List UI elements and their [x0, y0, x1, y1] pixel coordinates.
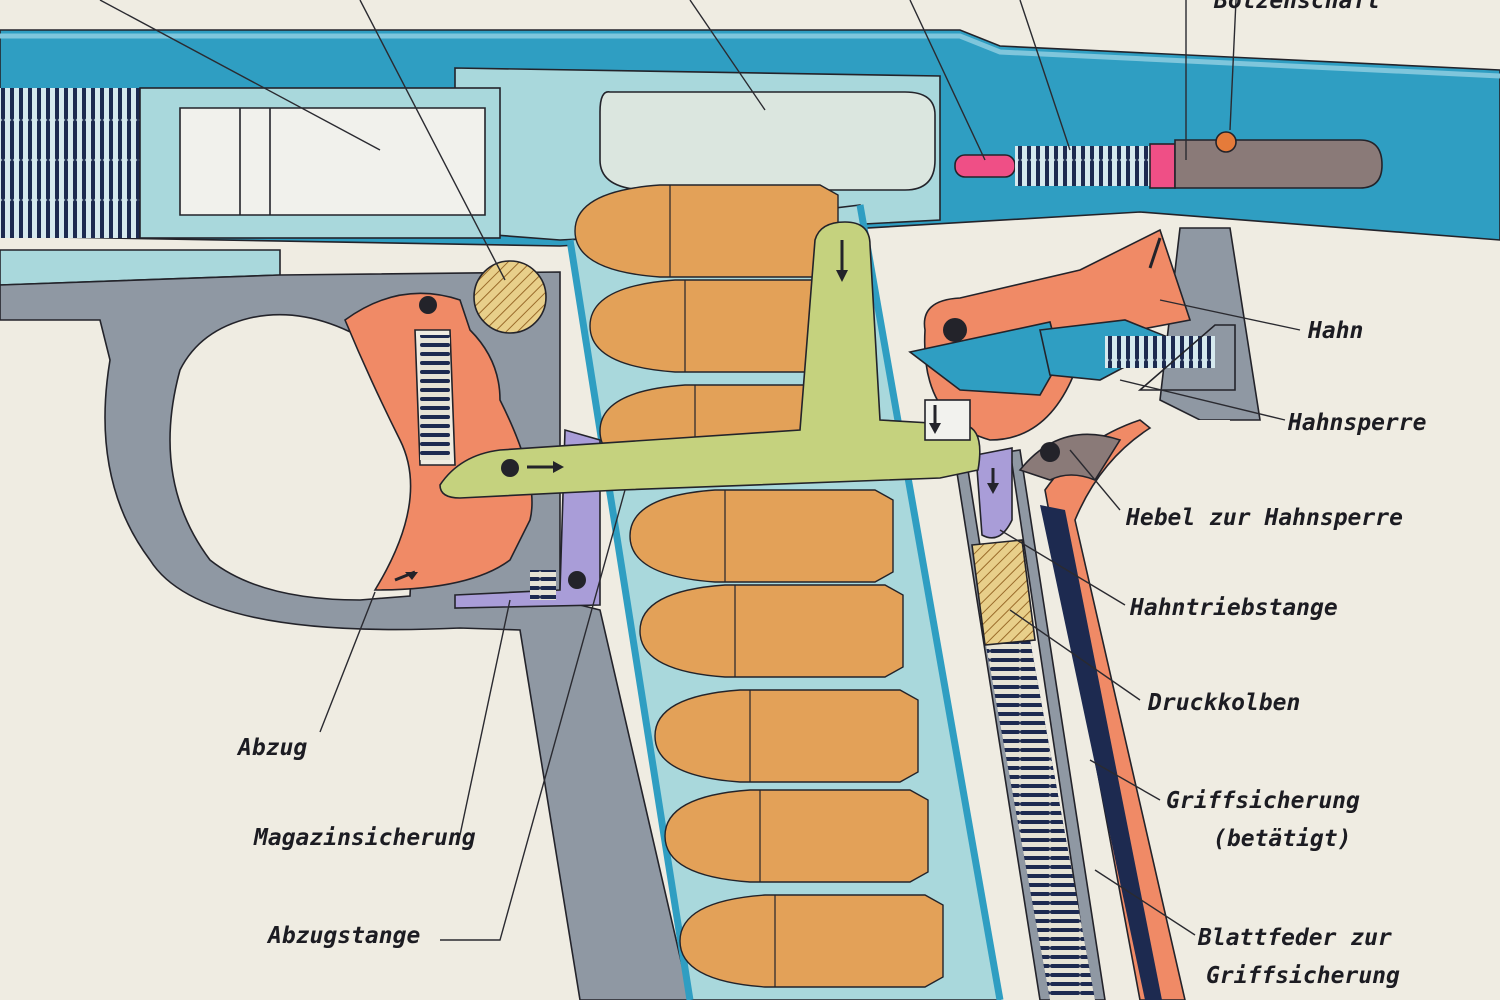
mainspring-housing: [954, 447, 1106, 1000]
cartridge: [654, 689, 919, 783]
slide-window: [599, 91, 936, 191]
cartridge: [639, 584, 904, 678]
label-abzugstange: Abzugstange: [266, 923, 420, 949]
label-magazinsicherung: Magazinsicherung: [253, 825, 476, 851]
label-hahntriebstange: Hahntriebstange: [1129, 595, 1338, 621]
trigger: [344, 260, 547, 591]
label-betaetigt: (betätigt): [1213, 826, 1351, 852]
cartridge: [679, 894, 944, 988]
hahntriebstange-arrow: [987, 468, 999, 494]
label-griffsicherung: Griffsicherung: [1166, 788, 1360, 814]
cartridge: [664, 789, 929, 883]
grip-safety: [1018, 419, 1186, 1000]
label-hahn: Hahn: [1307, 318, 1363, 344]
firing-pin-shaft: [1174, 139, 1383, 189]
leader-lines: [99, 0, 1301, 941]
label-bolzenschaft: Bolzenschaft: [1213, 0, 1380, 14]
cartridge: [629, 489, 894, 583]
labels: Bolzenschaft Hahn Hahnsperre Hebel zur H…: [236, 0, 1426, 989]
trigger-guard-opening: [169, 313, 421, 601]
label-druckkolben: Druckkolben: [1147, 690, 1300, 716]
druckkolben-part: [971, 539, 1036, 646]
slide-stop-pin: [473, 260, 547, 334]
cartridge: [574, 184, 839, 278]
hahntriebstange-part: [975, 447, 1013, 539]
firing-pin: [954, 131, 1383, 189]
label-blattfeder-line2: Griffsicherung: [1206, 963, 1400, 989]
label-hebel-zur-hahnsperre: Hebel zur Hahnsperre: [1125, 505, 1403, 531]
label-hahnsperre: Hahnsperre: [1287, 410, 1426, 436]
hammer: [908, 228, 1236, 441]
recoil-guide: [179, 107, 486, 216]
disconnector: [908, 321, 1061, 396]
label-blattfeder-line1: Blattfeder zur: [1197, 925, 1392, 951]
recoil-spring: [0, 87, 501, 239]
trigger-bar: [439, 221, 981, 499]
label-abzug: Abzug: [236, 735, 307, 761]
